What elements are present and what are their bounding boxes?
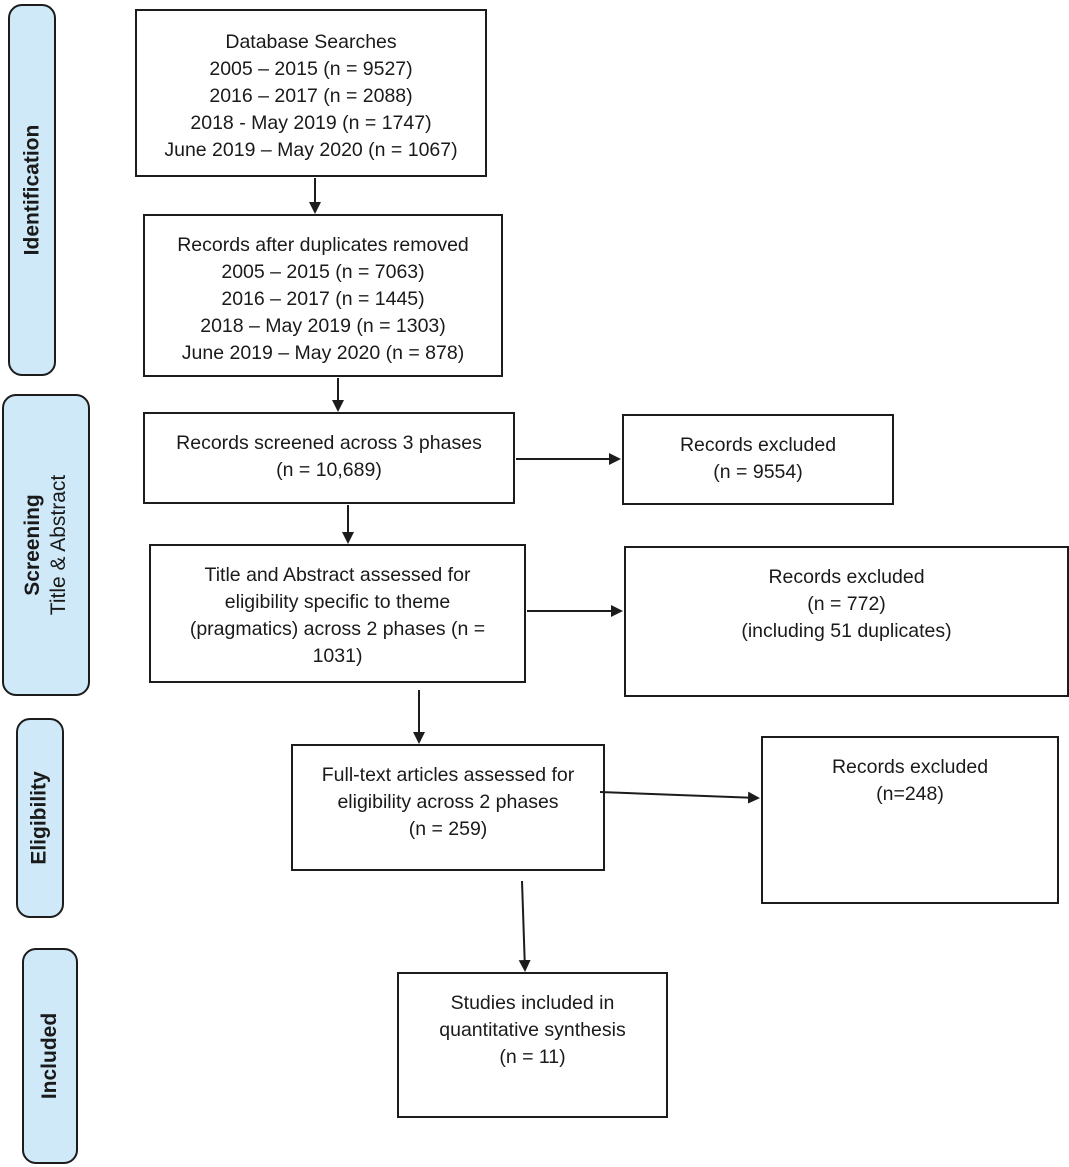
- stage-screening-sublabel: Title & Abstract: [47, 474, 70, 616]
- box-text-line: 2018 - May 2019 (n = 1747): [190, 112, 432, 134]
- stage-identification-label: Identification: [20, 124, 44, 256]
- records-excluded-box-1: Records excluded (n = 9554): [622, 414, 894, 505]
- box-text-line: quantitative synthesis: [439, 1019, 626, 1041]
- studies-included-box: Studies included in quantitative synthes…: [397, 972, 668, 1118]
- box-text-line: (n = 11): [499, 1046, 566, 1068]
- full-text-assessed-box: Full-text articles assessed for eligibil…: [291, 744, 605, 871]
- box-text-line: June 2019 – May 2020 (n = 878): [181, 342, 465, 364]
- stage-eligibility: Eligibility: [16, 718, 64, 918]
- stage-eligibility-label: Eligibility: [28, 771, 51, 865]
- box-text-line: Title and Abstract assessed for: [204, 564, 471, 586]
- box-text-line: Records screened across 3 phases: [176, 432, 482, 454]
- box-text-line: 2016 – 2017 (n = 1445): [221, 288, 425, 310]
- box-text-line: (n=248): [876, 783, 944, 805]
- box-text-line: eligibility across 2 phases: [337, 791, 559, 813]
- stage-included: Included: [22, 948, 78, 1164]
- records-screened-box: Records screened across 3 phases (n = 10…: [143, 412, 515, 504]
- box-text-line: (n = 259): [408, 818, 488, 840]
- stage-identification: Identification: [8, 4, 56, 376]
- box-text-line: 1031): [312, 645, 363, 667]
- box-text-line: (including 51 duplicates): [741, 620, 952, 642]
- stage-screening-label: Screening: [21, 494, 44, 596]
- records-excluded-box-2: Records excluded (n = 772) (including 51…: [624, 546, 1069, 697]
- stage-included-label: Included: [38, 1012, 61, 1100]
- box-text-line: 2018 – May 2019 (n = 1303): [200, 315, 446, 337]
- arrow-full-text-to-excluded-3: [599, 791, 760, 804]
- title-abstract-assessed-box: Title and Abstract assessed for eligibil…: [149, 544, 526, 683]
- records-excluded-box-3: Records excluded (n=248): [761, 736, 1059, 904]
- box-text-line: (n = 9554): [713, 461, 803, 483]
- box-text-line: June 2019 – May 2020 (n = 1067): [164, 139, 458, 161]
- box-text-line: (n = 772): [807, 593, 886, 615]
- arrow-full-text-to-included: [518, 880, 531, 972]
- stage-screening: Screening Title & Abstract: [2, 394, 90, 696]
- database-searches-box: Database Searches 2005 – 2015 (n = 9527)…: [135, 9, 487, 177]
- records-after-duplicates-box: Records after duplicates removed 2005 – …: [143, 214, 503, 377]
- box-text-line: (n = 10,689): [276, 459, 382, 481]
- box-text-line: Full-text articles assessed for: [321, 764, 575, 786]
- box-text-line: 2005 – 2015 (n = 7063): [221, 261, 425, 283]
- box-text-line: Studies included in: [450, 992, 615, 1014]
- box-text-line: (pragmatics) across 2 phases (n =: [189, 618, 486, 640]
- box-text-line: Database Searches: [225, 31, 397, 53]
- box-text-line: Records excluded: [768, 566, 925, 588]
- box-text-line: Records after duplicates removed: [177, 234, 469, 256]
- box-text-line: eligibility specific to theme: [224, 591, 451, 613]
- box-text-line: 2016 – 2017 (n = 2088): [209, 85, 413, 107]
- box-text-line: Records excluded: [831, 756, 989, 778]
- box-text-line: 2005 – 2015 (n = 9527): [209, 58, 413, 80]
- box-text-line: Records excluded: [679, 434, 837, 456]
